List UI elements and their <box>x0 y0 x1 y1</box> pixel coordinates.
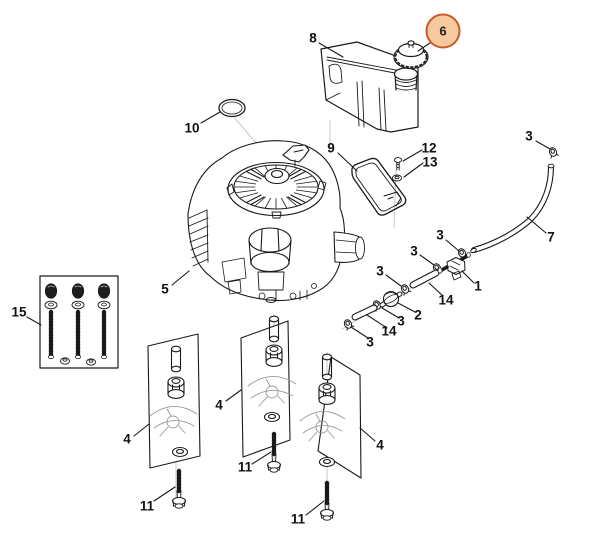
part-callout-3[interactable]: 3 <box>376 263 384 279</box>
blade-bolt-illustration <box>172 431 334 521</box>
fuel-tank-illustration <box>320 41 419 133</box>
part-callout-11[interactable]: 11 <box>237 459 253 475</box>
part-callout-3[interactable]: 3 <box>366 334 374 350</box>
part-callout-2[interactable]: 2 <box>414 307 422 323</box>
part-callout-4[interactable]: 4 <box>376 437 384 453</box>
screw-illustration <box>394 157 402 171</box>
part-callout-7[interactable]: 7 <box>547 229 555 245</box>
part-callout-10[interactable]: 10 <box>184 120 200 136</box>
blade-kit-panel-b <box>240 315 297 458</box>
part-callout-11[interactable]: 11 <box>290 511 306 527</box>
blade-kit-panel-c <box>299 353 362 479</box>
hose-segment-illustration <box>351 269 440 321</box>
blade-kit-panel-a <box>147 333 201 469</box>
part-callout-3[interactable]: 3 <box>410 243 418 259</box>
blade-sketch <box>247 376 297 407</box>
leader-lines <box>26 40 551 516</box>
part-callout-4[interactable]: 4 <box>215 397 223 413</box>
part-callout-3[interactable]: 3 <box>436 227 444 243</box>
part-callout-14[interactable]: 14 <box>438 292 454 308</box>
part-callout-3[interactable]: 3 <box>397 313 405 329</box>
washer-illustration <box>391 174 403 182</box>
part-callout-15[interactable]: 15 <box>11 304 27 320</box>
part-callout-8[interactable]: 8 <box>309 30 317 46</box>
kit-bolt <box>44 283 111 366</box>
engine-illustration <box>187 140 365 303</box>
part-callout-5[interactable]: 5 <box>161 281 169 297</box>
part-callout-3[interactable]: 3 <box>525 128 533 144</box>
part-callout-6-highlighted[interactable]: 6 <box>425 13 461 49</box>
part-callout-14[interactable]: 14 <box>381 323 397 339</box>
part-callout-12[interactable]: 12 <box>421 140 437 156</box>
o-ring-illustration <box>218 98 246 118</box>
tank-bracket-illustration <box>351 157 407 216</box>
blade-sketch <box>299 411 346 442</box>
hose-clamp-illustration <box>342 317 355 331</box>
part-callout-13[interactable]: 13 <box>422 154 438 170</box>
fuel-filter-illustration <box>379 290 403 308</box>
part-callout-1[interactable]: 1 <box>474 278 482 294</box>
blade-sketch <box>149 406 198 437</box>
part-callout-9[interactable]: 9 <box>327 140 335 156</box>
bolt-kit-box-illustration <box>39 275 119 369</box>
part-callout-4[interactable]: 4 <box>123 431 131 447</box>
fuel-valve-illustration <box>437 252 471 281</box>
fuel-cap-illustration <box>393 40 429 70</box>
fuel-hose-illustration <box>470 163 555 254</box>
part-callout-11[interactable]: 11 <box>139 498 155 514</box>
